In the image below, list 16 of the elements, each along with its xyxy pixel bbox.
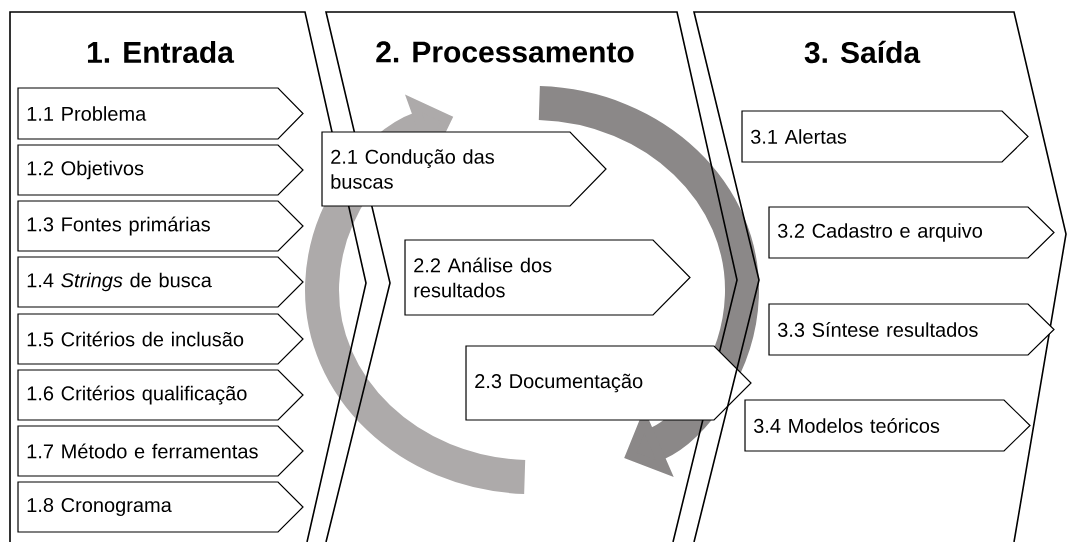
arrow-box: 3.3 Síntese resultados: [768, 303, 1055, 356]
node-label: 3.3 Síntese resultados: [777, 322, 978, 337]
arrow-box: 3.2 Cadastro e arquivo: [768, 206, 1055, 259]
arrow-box: 2.1 Condução das buscas: [321, 131, 607, 207]
arrow-box: 1.1 Problema: [17, 87, 304, 140]
arrow-box: 1.4 Strings de busca: [17, 256, 304, 308]
arrow-box: 1.5 Critérios de inclusão: [17, 313, 304, 365]
arrow-box: 2.2 Análise dos resultados: [404, 239, 691, 316]
arrow-box: 1.8 Cronograma: [17, 481, 304, 533]
arrow-box: 1.3 Fontes primárias: [17, 200, 304, 252]
arrow-box: 3.4 Modelos teóricos: [744, 399, 1031, 452]
arrow-box: 1.2 Objetivos: [17, 144, 304, 196]
arrow-box: 1.6 Critérios qualificação: [17, 369, 304, 421]
arrow-box: 2.3 Documentação: [465, 345, 752, 421]
arrow-box: 1.7 Método e ferramentas: [17, 425, 304, 477]
arrow-box: 3.1 Alertas: [741, 110, 1029, 163]
